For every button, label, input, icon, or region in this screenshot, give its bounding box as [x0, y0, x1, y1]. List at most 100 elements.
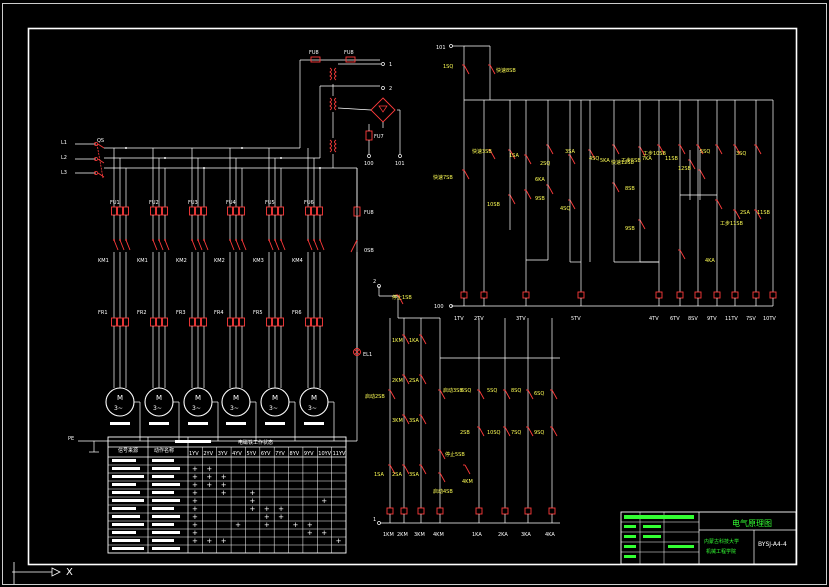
table-cell: + — [192, 489, 198, 497]
ctrl-a-device-label-23: 2SA — [740, 210, 750, 216]
transformer-coil-3 — [329, 139, 337, 153]
ctrl-a-contact-11 — [657, 144, 665, 155]
relay-label-6: FR6 — [292, 310, 302, 316]
ctrl-a-contact-14 — [715, 144, 723, 155]
fuse-fu8-a — [310, 56, 321, 63]
ctrl-b-device-label-6: 3KM — [392, 418, 403, 424]
table-valve-header-10: 10YV — [318, 451, 331, 457]
ctrl-a-contact-23 — [638, 219, 646, 230]
ctrl-a-contact-17 — [462, 169, 470, 180]
ctrl-a-device-label-19: 9SB — [625, 226, 635, 232]
ctrl-b-rung-1: 1KM — [383, 318, 394, 538]
ctrl-a-contact-16 — [754, 144, 762, 155]
fuse-label-4: FU4 — [226, 200, 236, 206]
ctrl-a-coil-label-5: 4TV — [649, 316, 659, 322]
fuse-label-fu8: FU8 — [364, 210, 374, 216]
ctrl-b-device-label-5: 2SA — [409, 378, 419, 384]
fuse-fu7 — [365, 130, 373, 141]
ctrl-b-contact-18 — [526, 426, 534, 437]
ctrl-a-device-label-17: 4SQ — [560, 206, 570, 212]
svg-text:M: M — [233, 394, 239, 402]
table-cell: + — [249, 489, 255, 497]
ctrl-b-rung-2: 2KM — [397, 318, 408, 538]
table-valve-header-4: 4YV — [232, 451, 242, 457]
table-cell: + — [221, 473, 227, 481]
motor-6: M3~ — [299, 387, 329, 417]
ctrl-b-device-label-8: 启动2SB — [365, 393, 385, 400]
fuse-label-2: FU2 — [149, 200, 159, 206]
svg-text:M: M — [156, 394, 162, 402]
ctrl-b-device-label-16: 7SQ — [511, 430, 521, 436]
fuse-label-1: FU1 — [110, 200, 120, 206]
ctrl-b-device-label-1: 停止1SB — [392, 294, 412, 301]
ctrl-a-contact-3 — [488, 149, 496, 160]
ctrl-a-rung-2: 2TV — [474, 100, 488, 322]
table-cell: + — [192, 521, 198, 529]
fuse-label-top-a: FU8 — [309, 50, 319, 56]
ctrl-b-device-label-3: 1KA — [409, 338, 419, 344]
table-valve-header-5: 5YV — [246, 451, 256, 457]
ctrl-b-contact-15 — [550, 389, 558, 400]
table-cell: + — [307, 529, 313, 537]
lamp-label: EL1 — [363, 352, 372, 358]
fuse-fu8-b — [345, 56, 356, 63]
ctrl-a-device-label-5: 2SQ — [540, 161, 550, 167]
table-valve-header-7: 7YV — [275, 451, 285, 457]
ctrl-a-bottom-terminal: 100 — [434, 304, 444, 310]
table-valve-header-11: 11YV — [333, 451, 346, 457]
ctrl-a-contact-5 — [524, 154, 532, 165]
ctrl-a-device-label-14: 快速7SB — [433, 174, 453, 181]
ctrl-a-rung-6: 6TV — [670, 100, 684, 322]
ctrl-a-device-label-21: 12SB — [678, 166, 692, 172]
main-switch-label: QS — [97, 138, 104, 144]
ctrl-b-contact-4 — [402, 374, 410, 385]
ctrl-b-device-label-20: 2SA — [392, 472, 402, 478]
ctrl-b-contact-6 — [402, 414, 410, 425]
table-cell: + — [293, 521, 299, 529]
ctrl-b-device-label-11: 启动4SB — [433, 488, 453, 495]
ctrl-b-contact-20 — [388, 464, 396, 475]
table-valve-header-6: 6YV — [261, 451, 271, 457]
ctrl-b-contact-8 — [388, 389, 396, 400]
ctrl-b-rung-3: 3KM — [414, 318, 425, 538]
ctrl-b-bottom-terminal: 1 — [373, 517, 376, 523]
ctrl-b-device-label-21: 3SA — [409, 472, 419, 478]
main-switch-blade — [96, 143, 104, 179]
ctrl-a-coil-label-1: 1TV — [454, 316, 464, 322]
ctrl-a-contact-28 — [678, 249, 686, 260]
ctrl-b-contact-14 — [526, 389, 534, 400]
svg-text:3~: 3~ — [153, 405, 162, 412]
ctrl-b-coil-label-4: 4KM — [433, 532, 444, 538]
contactor-label-5: KM3 — [253, 258, 264, 264]
x-axis-label: X — [66, 567, 73, 578]
table-cell: + — [321, 529, 327, 537]
motor-3: M3~ — [183, 387, 213, 417]
ctrl-b-contact-10 — [438, 449, 446, 460]
ctrl-a-device-label-10: 工步5SB — [621, 158, 641, 164]
ctrl-a-contact-29 — [733, 209, 741, 220]
ctrl-a-contact-12 — [678, 144, 686, 155]
table-header-status: 电磁铁工作状态 — [238, 439, 273, 446]
fuse-label-6: FU6 — [304, 200, 314, 206]
ctrl-a-contact-27 — [754, 209, 762, 220]
ctrl-a-rung-10: 7SV — [746, 100, 760, 322]
ctrl-b-contact-5 — [419, 374, 427, 385]
ctrl-a-coil-label-3: 3TV — [516, 316, 526, 322]
relay-label-5: FR5 — [253, 310, 263, 316]
ctrl-b-device-label-15: 8SQ — [511, 388, 521, 394]
table-cell: + — [264, 521, 270, 529]
ctrl-a-contact-20 — [546, 184, 554, 195]
phase-label-l1: L1 — [61, 140, 67, 146]
table-cell: + — [321, 497, 327, 505]
ctrl-b-contact-3 — [419, 334, 427, 345]
ctrl-b-rung-7: 3KA — [521, 318, 532, 538]
table-cell: + — [249, 505, 255, 513]
ctrl-b-contact-22 — [419, 464, 427, 475]
ctrl-a-contact-2 — [488, 64, 496, 75]
lamp-el1 — [353, 348, 361, 356]
table-cell: + — [192, 497, 198, 505]
lamp-switch-label: 0SB — [364, 248, 374, 254]
ctrl-a-rung-7: 8SV — [688, 100, 702, 322]
